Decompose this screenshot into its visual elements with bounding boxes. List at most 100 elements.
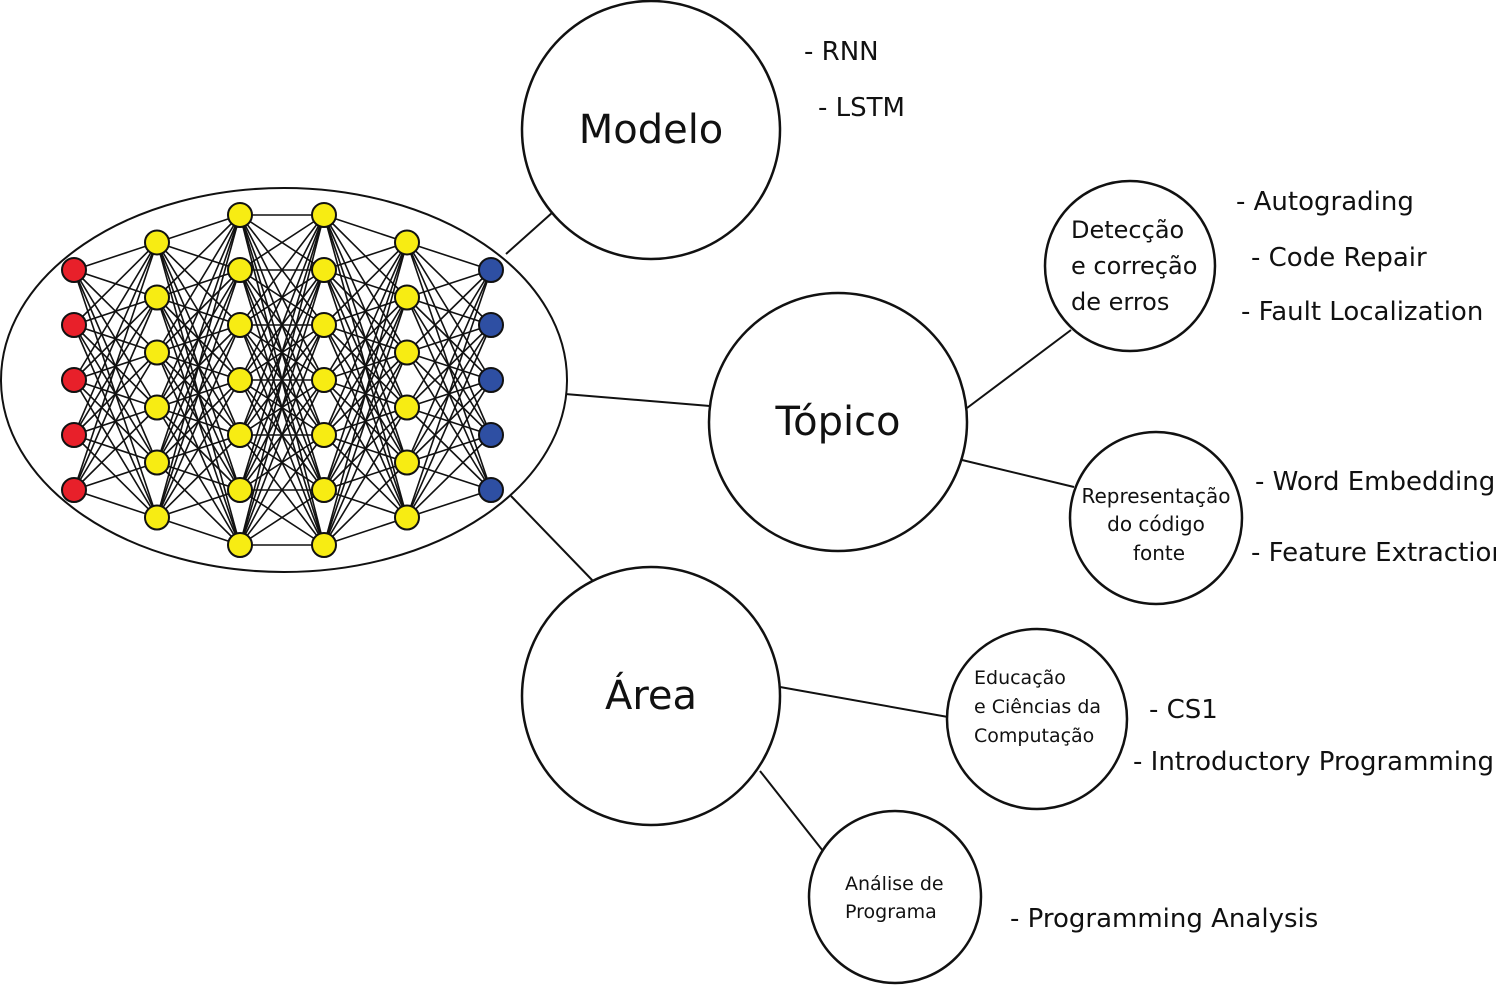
network-node-hidden xyxy=(144,449,170,476)
connector-network-area xyxy=(510,495,595,583)
network-edge xyxy=(156,214,241,463)
network-edge xyxy=(406,241,492,271)
analise-line-2: Programa xyxy=(845,901,937,923)
network-edge xyxy=(73,242,158,381)
connector-network-modelo xyxy=(505,211,554,255)
network-edge xyxy=(239,434,325,546)
modelo-label: Modelo xyxy=(579,107,724,153)
network-node-output xyxy=(478,257,504,283)
item-rnn: - RNN xyxy=(804,37,879,67)
deteccao-items: - Autograding - Code Repair - Fault Loca… xyxy=(1236,187,1483,327)
network-node-hidden xyxy=(227,312,253,338)
node-modelo: Modelo xyxy=(520,0,782,261)
node-educacao: Educação e Ciências da Computação xyxy=(945,627,1129,811)
network-node-input xyxy=(61,422,87,448)
node-area: Área xyxy=(520,565,782,827)
connector-network-topico xyxy=(564,393,711,407)
network-edge xyxy=(239,214,325,381)
network-node-hidden xyxy=(394,394,420,421)
network-edge xyxy=(406,269,492,354)
network-node-output xyxy=(478,422,504,448)
topico-label: Tópico xyxy=(774,399,900,445)
network-edge xyxy=(323,297,408,546)
network-node-hidden xyxy=(394,449,420,476)
item-autograding: - Autograding xyxy=(1236,187,1414,217)
network-node-hidden xyxy=(311,257,337,283)
network-edge xyxy=(239,214,325,491)
deteccao-line-1: Detecção xyxy=(1071,216,1184,244)
network-node-input xyxy=(61,257,87,283)
network-node-hidden xyxy=(311,202,337,228)
network-node-hidden xyxy=(144,339,170,366)
representacao-line-1: Representação xyxy=(1081,484,1230,508)
network-node-hidden xyxy=(144,394,170,421)
network-edge xyxy=(73,461,158,491)
educacao-line-1: Educação xyxy=(974,667,1066,689)
educacao-line-3: Computação xyxy=(974,725,1094,747)
network-edge xyxy=(323,242,408,381)
network-node-hidden xyxy=(311,312,337,338)
item-word-embedding: - Word Embedding xyxy=(1255,467,1495,497)
network-node-hidden xyxy=(227,477,253,503)
network-node-output xyxy=(478,477,504,503)
network-edge xyxy=(156,214,241,353)
network-node-hidden xyxy=(144,229,170,256)
educacao-line-2: e Ciências da xyxy=(974,696,1101,718)
network-edge xyxy=(406,269,492,299)
connector-area-educacao xyxy=(779,686,949,718)
network-edge xyxy=(239,214,325,546)
node-deteccao: Detecção e correção de erros xyxy=(1043,179,1217,353)
network-edge xyxy=(156,379,241,518)
representacao-line-3: fonte xyxy=(1133,541,1185,565)
educacao-items: - CS1 - Introductory Programming xyxy=(1133,695,1494,777)
network-edge xyxy=(239,214,325,271)
network-edge xyxy=(156,214,241,518)
network-edge xyxy=(239,379,325,546)
network-node-input xyxy=(61,367,87,393)
item-lstm: - LSTM xyxy=(818,93,905,123)
modelo-items: - RNN - LSTM xyxy=(804,37,905,123)
network-node-hidden xyxy=(394,504,420,531)
network-node-hidden xyxy=(311,532,337,558)
network-edge xyxy=(239,214,325,436)
network-edge xyxy=(239,214,325,326)
network-node-hidden xyxy=(394,339,420,366)
network-edge xyxy=(323,242,408,436)
item-cs1: - CS1 xyxy=(1149,695,1218,725)
area-label: Área xyxy=(605,671,697,719)
network-edge xyxy=(156,324,241,518)
network-node-hidden xyxy=(227,202,253,228)
deteccao-circle xyxy=(1043,179,1217,353)
node-representacao: Representação do código fonte xyxy=(1068,430,1244,606)
deteccao-line-3: de erros xyxy=(1071,288,1169,316)
neural-network xyxy=(0,187,568,573)
network-edge xyxy=(156,214,241,299)
item-programming-analysis: - Programming Analysis xyxy=(1010,904,1318,934)
network-node-hidden xyxy=(394,284,420,311)
network-node-output xyxy=(478,367,504,393)
representacao-items: - Word Embedding - Feature Extraction xyxy=(1251,467,1496,568)
network-edge xyxy=(73,489,158,519)
connector-area-analise xyxy=(759,770,824,852)
network-edge xyxy=(406,269,492,463)
network-edge xyxy=(73,241,158,326)
network-edge xyxy=(323,241,408,271)
network-node-hidden xyxy=(311,477,337,503)
network-edge xyxy=(73,242,158,436)
network-edge xyxy=(239,269,325,546)
network-edge xyxy=(323,516,408,546)
network-edge xyxy=(323,461,408,546)
network-edge xyxy=(406,434,492,519)
network-node-hidden xyxy=(227,257,253,283)
network-edge xyxy=(406,269,492,518)
representacao-circle xyxy=(1068,430,1244,606)
item-introductory-programming: - Introductory Programming xyxy=(1133,747,1494,777)
network-edge xyxy=(323,214,408,244)
network-edge xyxy=(239,324,325,546)
network-edge xyxy=(73,297,158,491)
network-edge xyxy=(156,489,241,519)
network-node-hidden xyxy=(227,367,253,393)
network-node-hidden xyxy=(227,422,253,448)
